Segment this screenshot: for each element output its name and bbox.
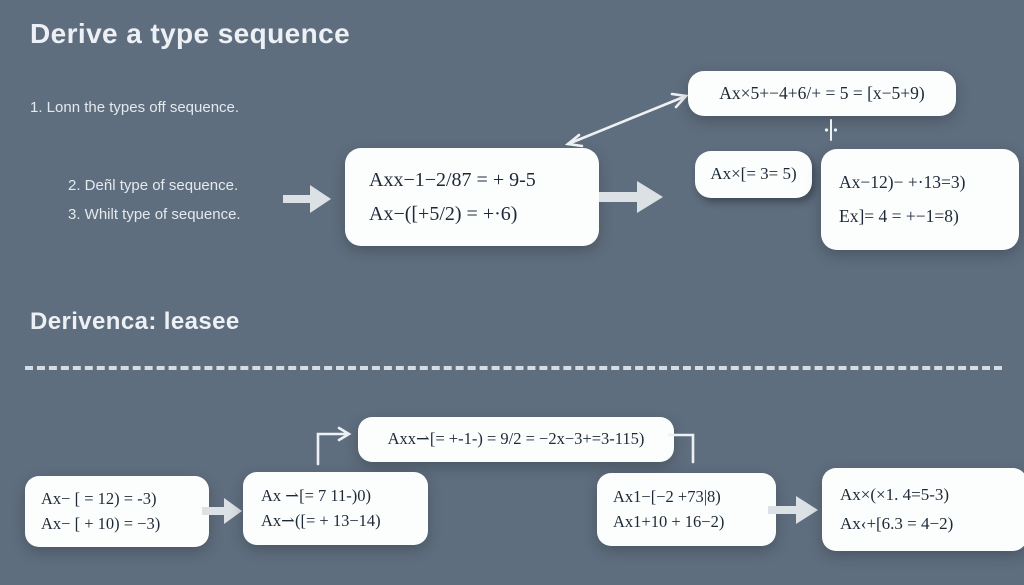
formula-line: Ax ⇀[= 7 11-)0) — [261, 485, 372, 505]
small-connector-icon — [824, 119, 838, 141]
flow-arrow-right-icon — [202, 498, 242, 524]
formula-bar: Axx⇀[= +-1-) = 9/2 = −2x−3+=3-115) — [358, 417, 674, 462]
step-item-2: 2. Deñl type of sequence. — [68, 177, 239, 194]
formula-line: Ex]= 4 = +−1=8) — [839, 205, 959, 226]
formula-line: Ax‹+[6.3 = 4−2) — [840, 513, 954, 533]
formula-box-detail: Ax−12)− +·13=3) Ex]= 4 = +−1=8) — [821, 149, 1019, 250]
formula-line: Ax−([+5/2) = +·6) — [369, 203, 518, 225]
formula-box-3: Ax1−[−2 +73|8) Ax1+10 + 16−2) — [597, 473, 776, 546]
section-title: Derivenca: leasee — [30, 308, 240, 335]
formula-line: Ax×[= 3= 5) — [710, 164, 797, 184]
double-arrow-diagonal-icon — [564, 92, 689, 148]
formula-line: Ax×(×1. 4=5-3) — [840, 484, 950, 504]
elbow-connector-icon — [668, 433, 695, 464]
formula-line: Ax1+10 + 16−2) — [613, 512, 725, 531]
page-title: Derive a type sequence — [30, 18, 351, 49]
formula-box-2: Ax ⇀[= 7 11-)0) Ax⇀([= + 13−14) — [243, 472, 428, 545]
formula-box-result: Ax×5+−4+6/+ = 5 = [x−5+9) — [688, 71, 956, 116]
flow-arrow-right-icon — [599, 181, 663, 213]
elbow-arrow-icon — [316, 426, 352, 466]
formula-line: Ax1−[−2 +73|8) — [613, 486, 721, 506]
formula-line: Axx−1−2/87 = + 9-5 — [369, 169, 536, 191]
formula-box-small: Ax×[= 3= 5) — [695, 151, 812, 198]
formula-line: Ax×5+−4+6/+ = 5 = [x−5+9) — [719, 82, 925, 103]
formula-box-main: Axx−1−2/87 = + 9-5 Ax−([+5/2) = +·6) — [345, 148, 599, 246]
formula-line: Ax⇀([= + 13−14) — [261, 511, 381, 530]
formula-box-4: Ax×(×1. 4=5-3) Ax‹+[6.3 = 4−2) — [822, 468, 1024, 551]
step-item-3: 3. Whilt type of sequence. — [68, 206, 241, 223]
step-item-1: 1. Lonn the types off sequence. — [30, 99, 240, 116]
flow-arrow-right-icon — [768, 496, 818, 524]
formula-line: Ax− [ = 12) = -3) — [41, 489, 157, 509]
formula-line: Ax− [ + 10) = −3) — [41, 513, 161, 533]
formula-line: Axx⇀[= +-1-) = 9/2 = −2x−3+=3-115) — [387, 429, 645, 449]
formula-box-1: Ax− [ = 12) = -3) Ax− [ + 10) = −3) — [25, 476, 209, 547]
formula-line: Ax−12)− +·13=3) — [839, 172, 966, 193]
dashed-divider — [25, 366, 1002, 370]
flow-arrow-right-icon — [283, 185, 331, 213]
